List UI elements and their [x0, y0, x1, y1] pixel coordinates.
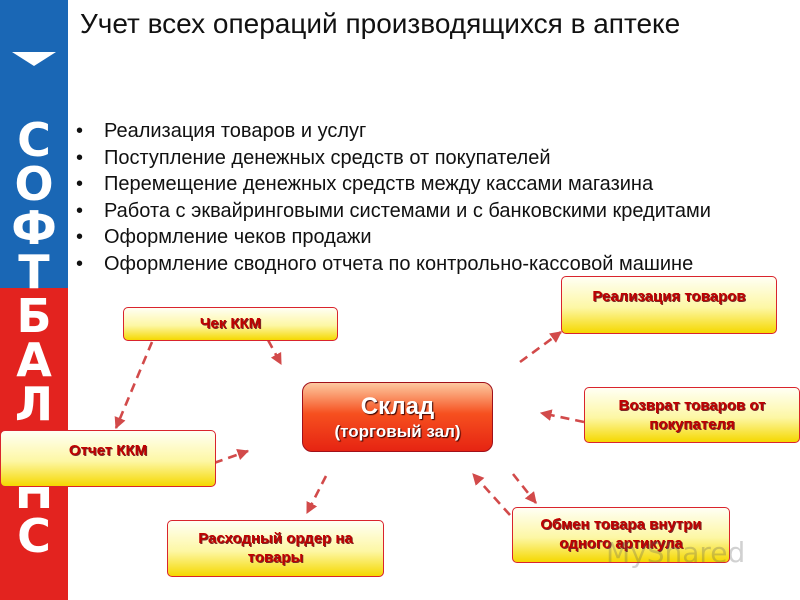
- logo-letter: О: [14, 157, 54, 211]
- chek-kkm-box: Чек ККМ: [123, 307, 338, 341]
- bullet-item: Оформление чеков продажи: [76, 224, 711, 251]
- bullet-item: Работа с эквайринговыми системами и с ба…: [76, 198, 711, 225]
- logo-letter: Б: [16, 289, 52, 343]
- arrow-sklad-to-rashod: [305, 475, 328, 515]
- slide-title: Учет всех операций производящихся в апте…: [80, 8, 681, 39]
- arrow-chek-to-sklad: [266, 339, 283, 366]
- sklad-box: Склад (торговый зал): [302, 382, 493, 452]
- logo-letter: Ф: [11, 201, 57, 255]
- logo-letter: А: [16, 333, 52, 387]
- arrow-sklad-to-realizatsiya: [519, 330, 562, 364]
- watermark: MyShared: [606, 536, 746, 569]
- bullet-item: Перемещение денежных средств между касса…: [76, 171, 711, 198]
- bullet-item: Реализация товаров и услуг: [76, 118, 711, 145]
- rashodny-order-label: Расходный ордер на товары: [198, 530, 353, 566]
- arrow-obmen-to-sklad: [472, 473, 511, 516]
- obmen-label: Обмен товара внутри одного артикула: [540, 516, 702, 552]
- logo-letter: С: [17, 113, 51, 167]
- down-triangle-icon: [12, 52, 56, 66]
- realizatsiya-label: Реализация товаров: [592, 288, 746, 305]
- logo-letter: С: [17, 509, 51, 563]
- bullet-list: Реализация товаров и услуг Поступление д…: [76, 118, 711, 277]
- sklad-subtitle: (торговый зал): [334, 422, 461, 441]
- sklad-title: Склад: [360, 393, 435, 420]
- realizatsiya-box: Реализация товаров: [561, 276, 777, 334]
- vozvrat-box: Возврат товаров от покупателя: [584, 387, 800, 443]
- otchet-kkm-box: Отчет ККМ: [0, 430, 216, 487]
- arrow-vozvrat-to-sklad: [539, 409, 585, 424]
- brand-sidebar: С О Ф Т Б А Л А Н С: [0, 0, 68, 600]
- logo-letter: Л: [14, 377, 54, 431]
- rashodny-order-box: Расходный ордер на товары: [167, 520, 384, 577]
- arrow-chek-to-otchet: [114, 341, 154, 430]
- otchet-kkm-label: Отчет ККМ: [68, 442, 148, 459]
- sidebar-blue-band: [0, 0, 68, 288]
- vozvrat-label: Возврат товаров от покупателя: [618, 397, 766, 433]
- arrow-otchet-to-sklad: [213, 448, 250, 465]
- logo-letter: Т: [18, 245, 50, 299]
- chek-kkm-label: Чек ККМ: [199, 315, 262, 332]
- bullet-item: Поступление денежных средств от покупате…: [76, 145, 711, 172]
- arrow-sklad-to-obmen: [511, 473, 538, 504]
- bullet-item: Оформление сводного отчета по контрольно…: [76, 251, 711, 278]
- obmen-box: Обмен товара внутри одного артикула: [512, 507, 730, 563]
- brand-logo-text: С О Ф Т Б А Л А Н С: [0, 113, 68, 563]
